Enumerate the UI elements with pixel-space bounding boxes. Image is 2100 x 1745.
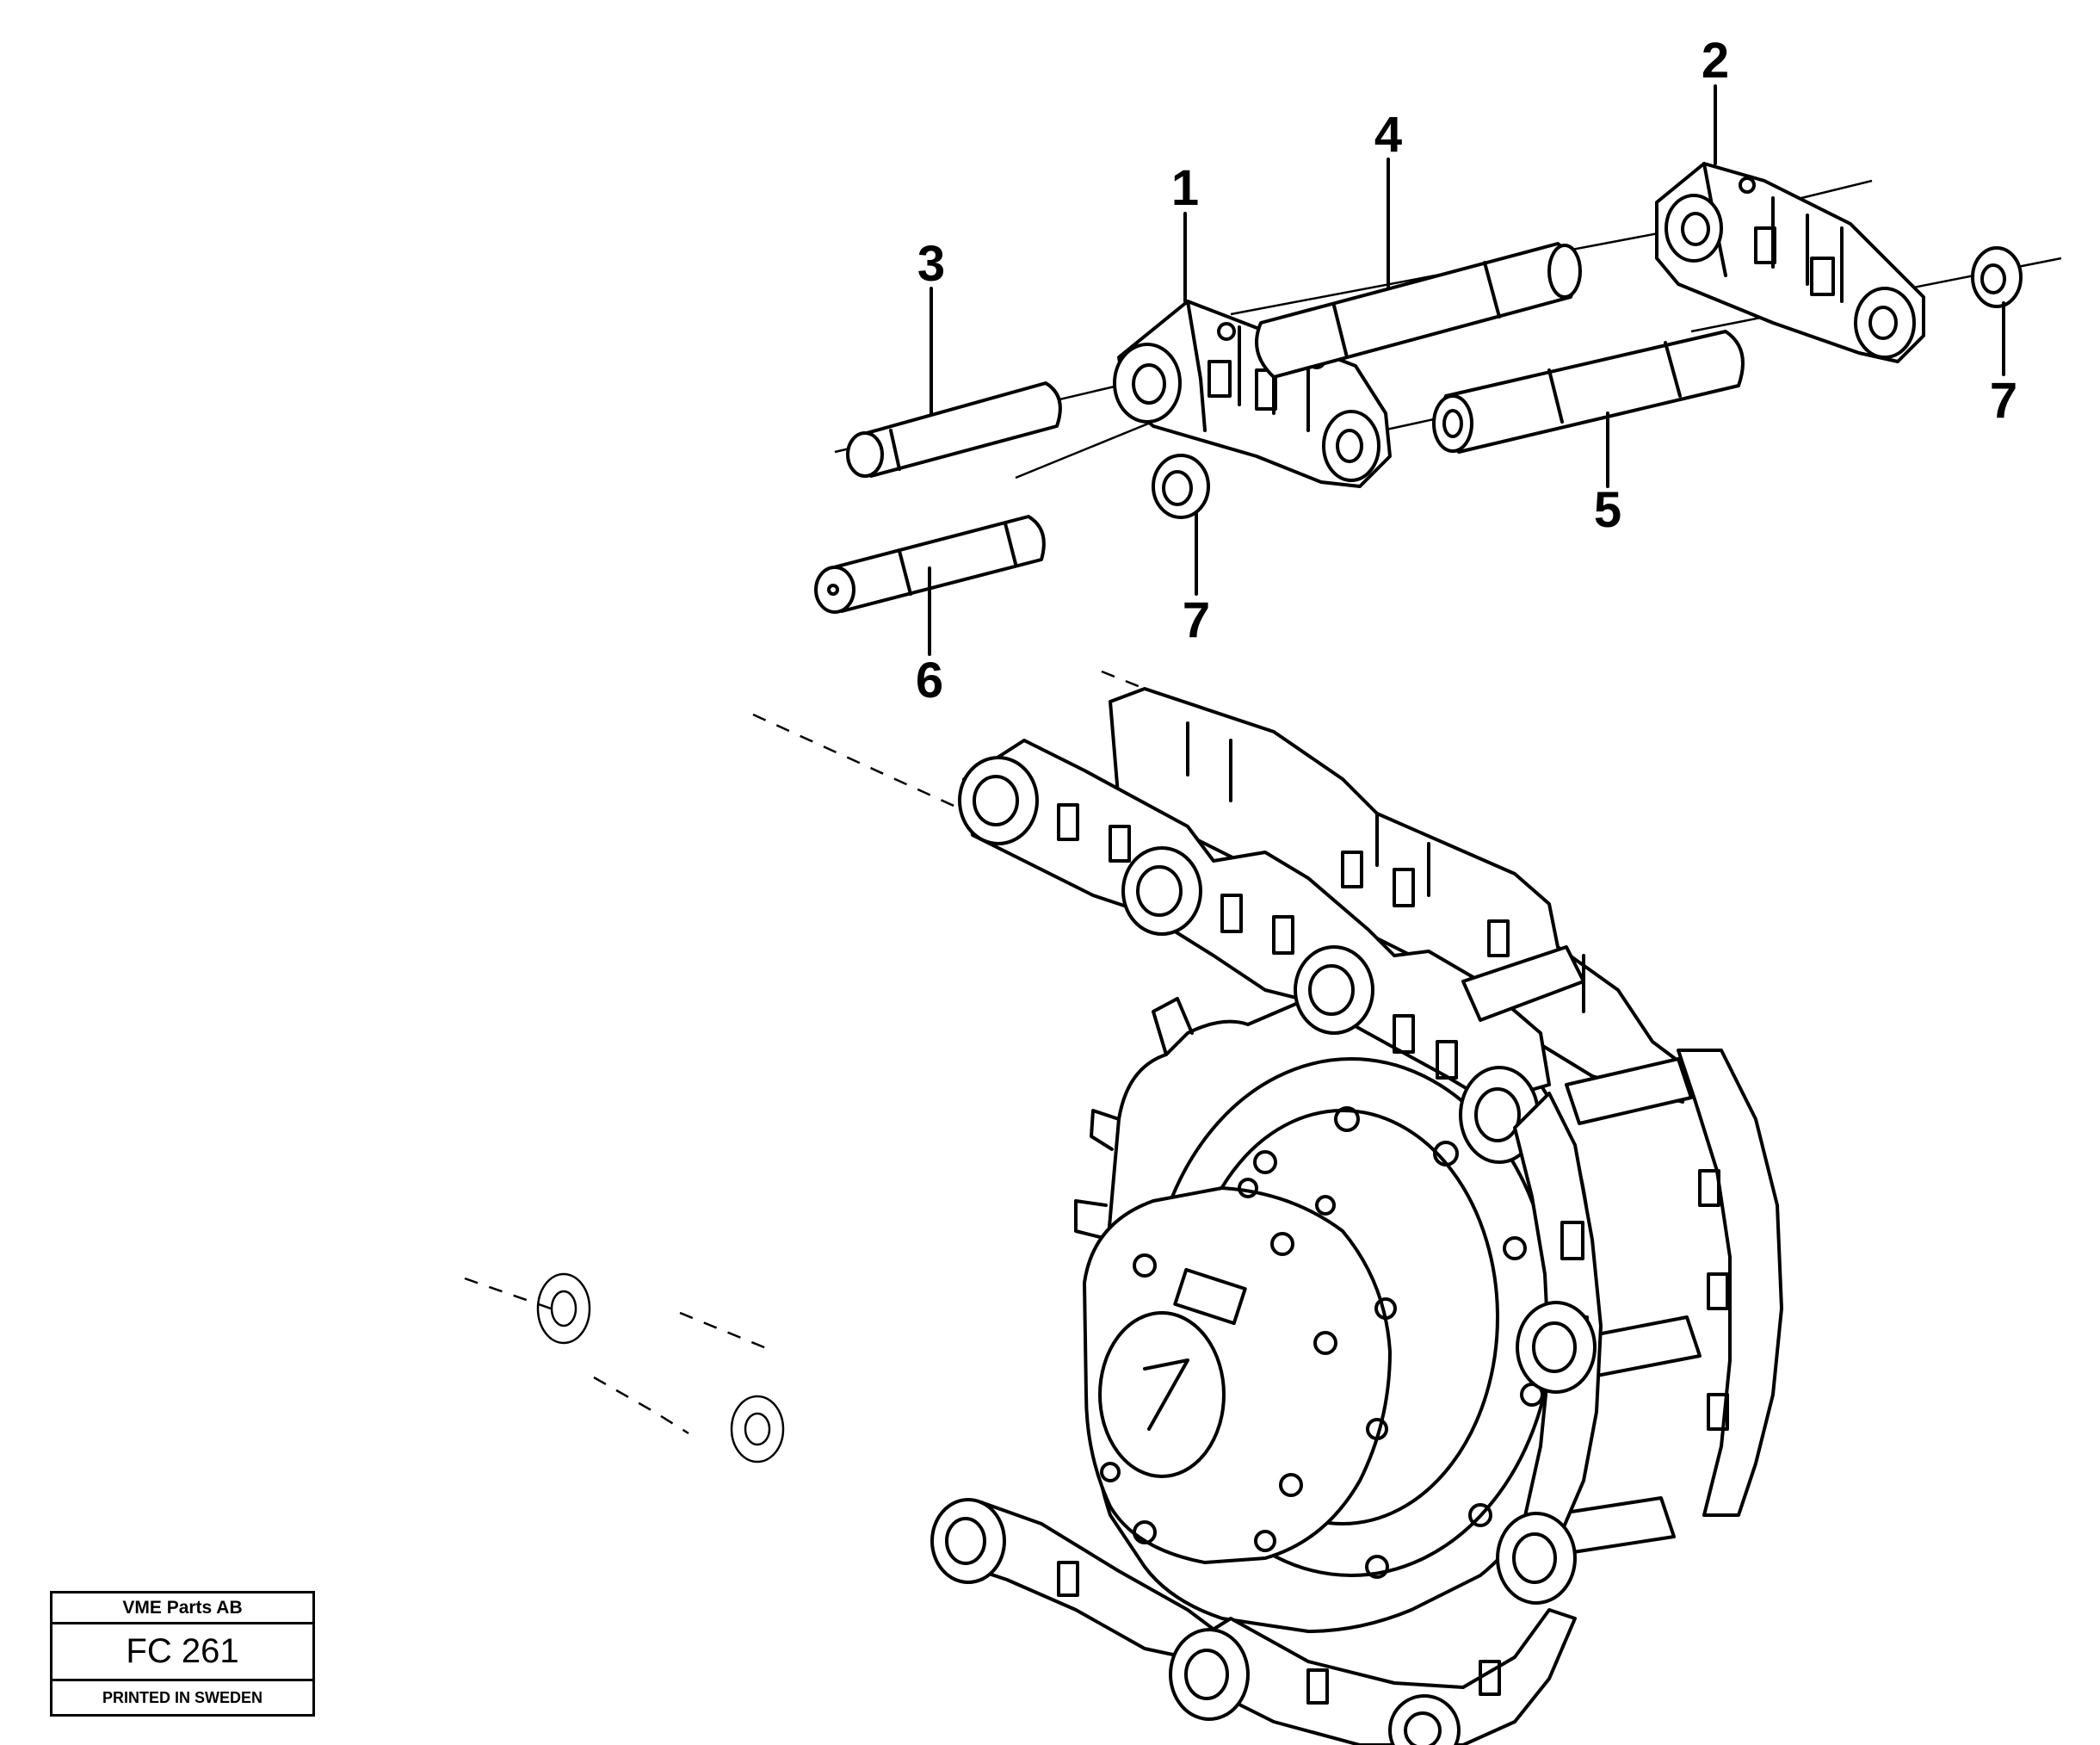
sprocket-assembly	[464, 670, 1783, 1745]
callout-2: 2	[1702, 33, 1729, 89]
part-1-chain-link	[1113, 300, 1392, 488]
part-4-bushing	[1255, 242, 1582, 379]
part-6-pin	[814, 515, 1046, 614]
part-7-seal-right	[1971, 246, 2023, 308]
callout-5: 5	[1594, 482, 1621, 538]
callout-7-right: 7	[1990, 373, 2017, 429]
title-block: VME Parts AB FC 261 PRINTED IN SWEDEN	[50, 1591, 315, 1717]
part-5-bushing	[1432, 330, 1745, 454]
exploded-parts	[814, 84, 2062, 656]
callouts: 1 2 3 4 5 6 7 7	[916, 33, 2017, 709]
callout-4: 4	[1374, 107, 1402, 163]
callout-6: 6	[916, 653, 943, 709]
part-2-chain-link	[1655, 162, 1925, 363]
callout-7-left: 7	[1183, 592, 1210, 648]
figure-code: FC 261	[52, 1624, 312, 1681]
callout-3: 3	[917, 236, 945, 292]
callout-1: 1	[1171, 160, 1199, 216]
part-7-seal-left	[1152, 454, 1210, 519]
printed-note: PRINTED IN SWEDEN	[102, 1688, 262, 1706]
part-3-pin	[846, 381, 1062, 478]
company-name: VME Parts AB	[52, 1593, 312, 1624]
